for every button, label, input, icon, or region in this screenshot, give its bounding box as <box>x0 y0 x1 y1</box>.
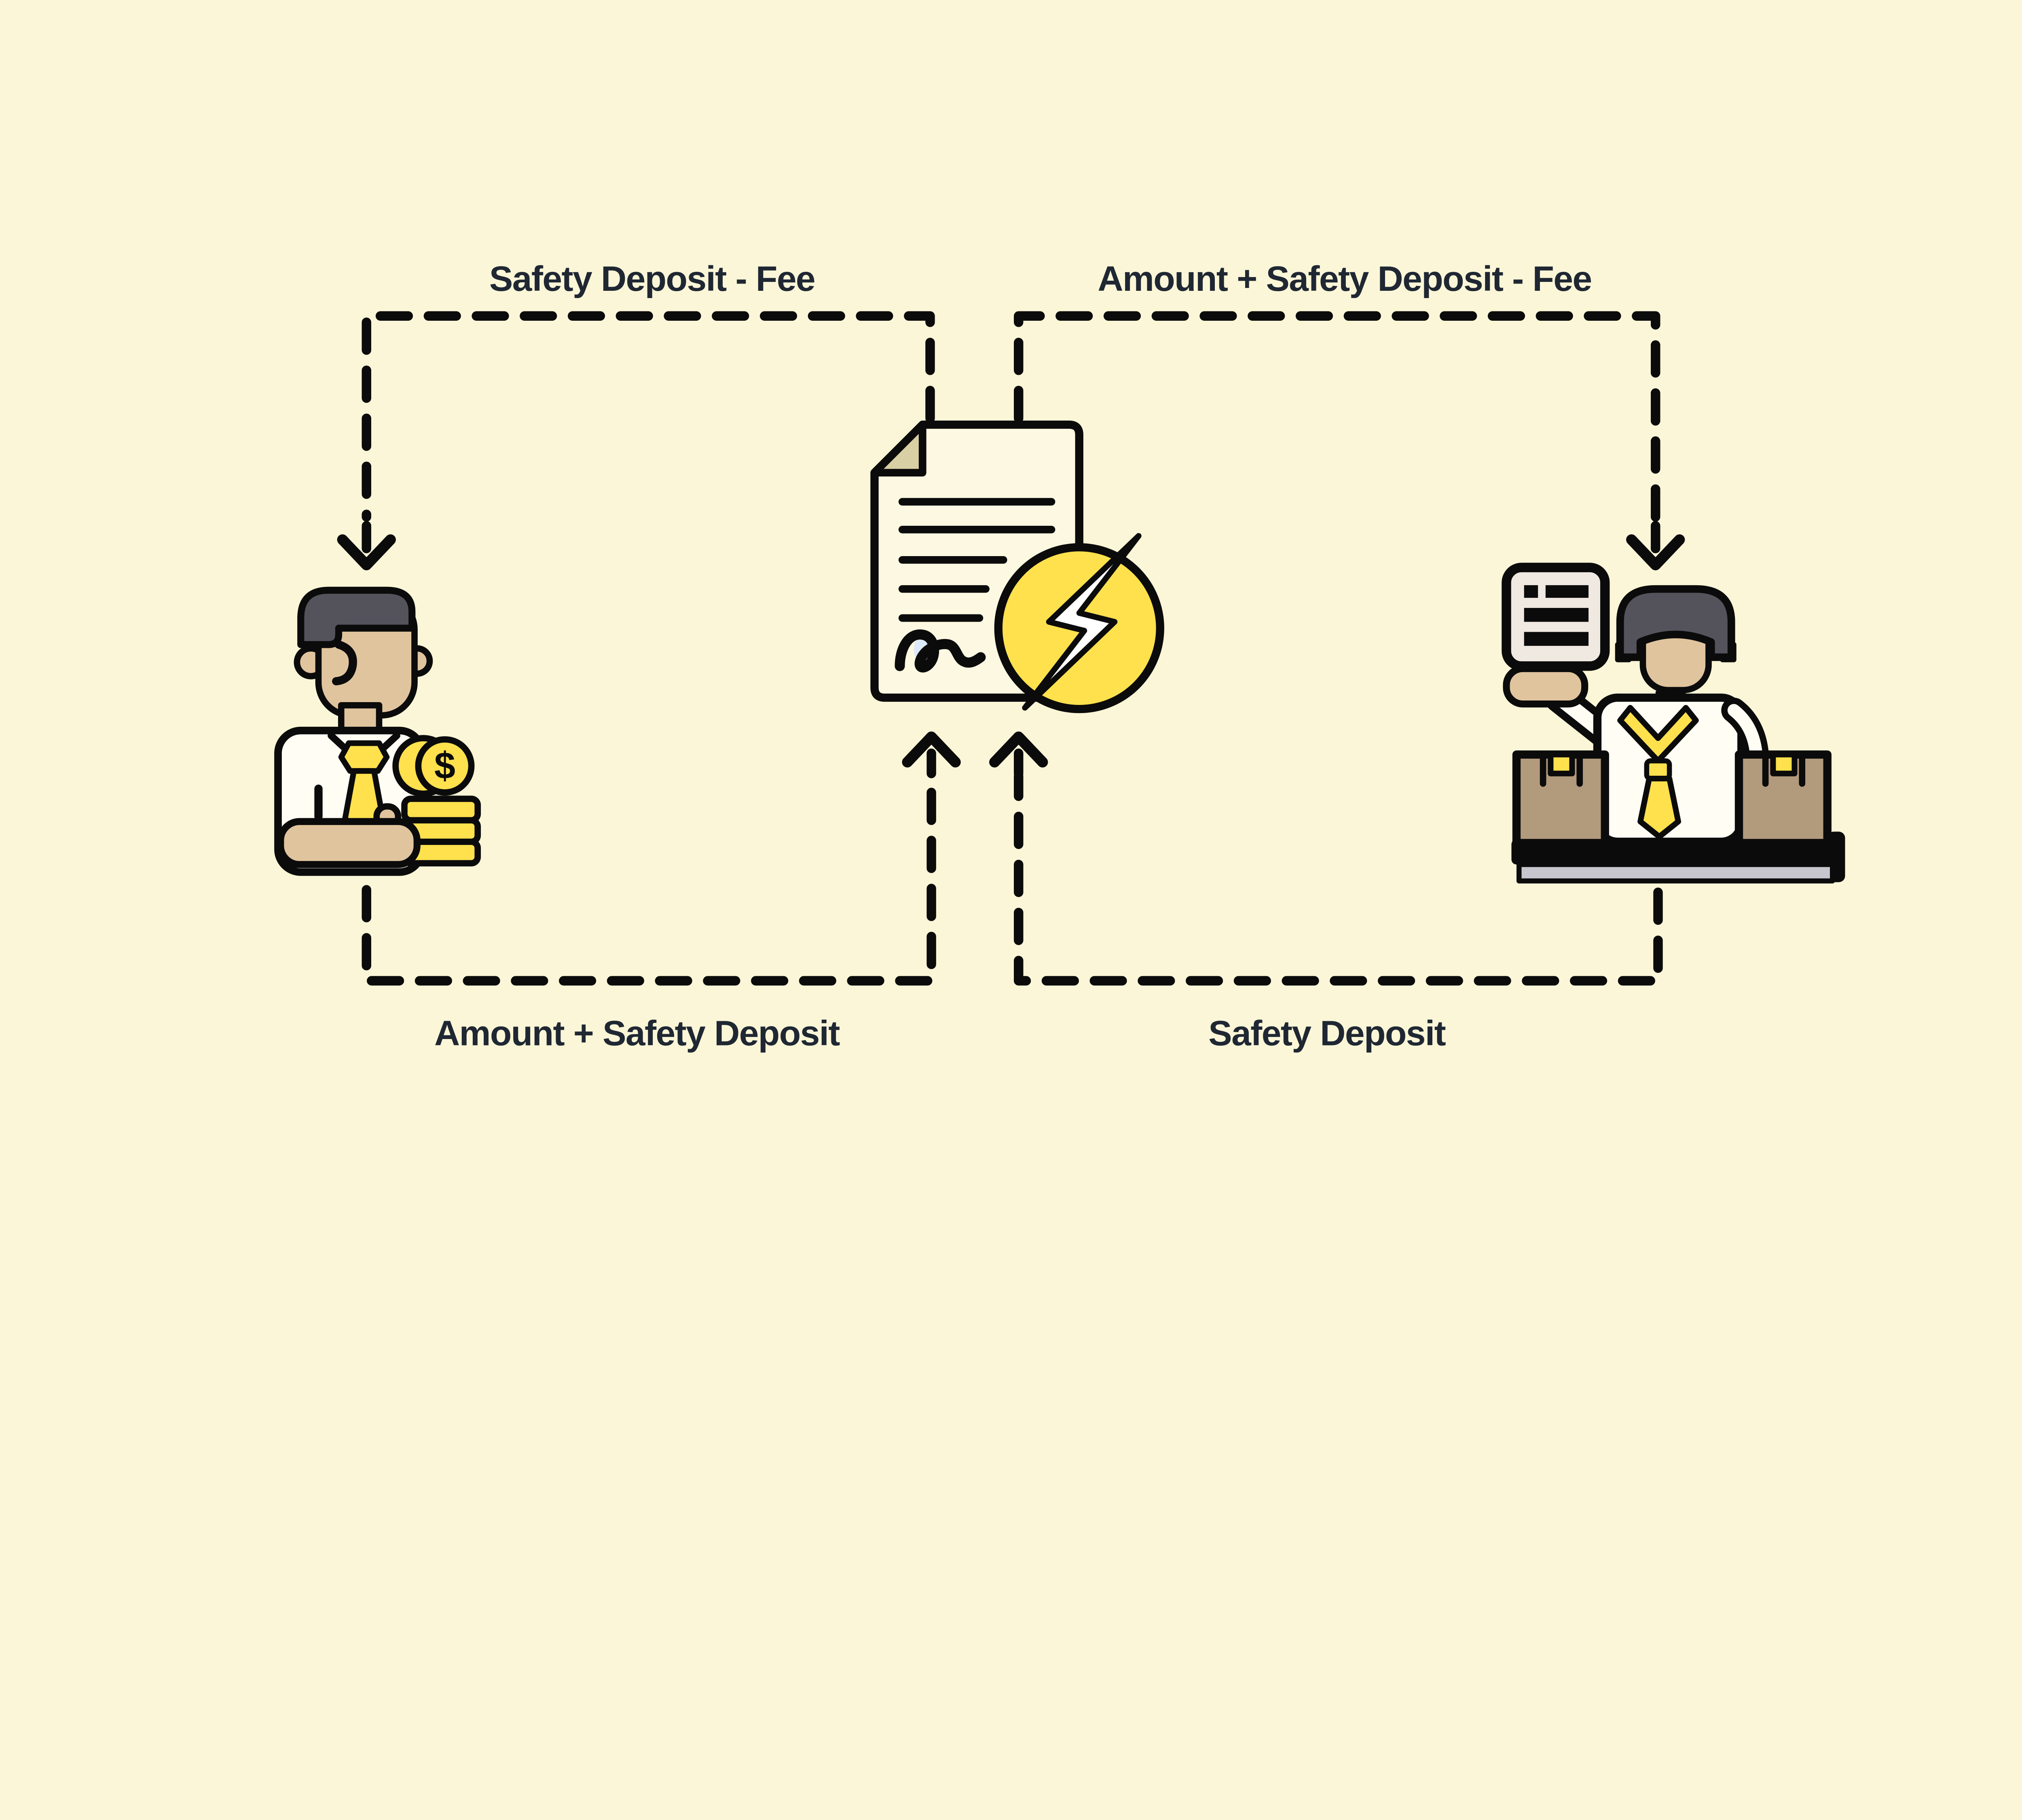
document-folded-corner <box>871 421 926 477</box>
seller-icon <box>1502 563 1845 884</box>
clipboard-bullet <box>1524 585 1538 598</box>
parcel-right-tape <box>1770 751 1798 777</box>
buyer-hair <box>297 586 416 648</box>
coin-front <box>415 736 475 796</box>
label-safety-deposit: Safety Deposit <box>1208 1014 1446 1053</box>
escrow-flow-diagram: $ <box>274 259 1845 1053</box>
arrowhead-up-contract-left-icon <box>902 731 961 768</box>
clipboard-line-1 <box>1545 585 1589 598</box>
label-amount-plus-safety-deposit-minus-fee: Amount + Safety Deposit - Fee <box>1098 259 1592 298</box>
coin-stack-layer-1 <box>401 796 481 823</box>
seller-hand <box>1503 665 1588 708</box>
seller-hair <box>1616 585 1735 661</box>
clipboard-line-3 <box>1524 632 1589 646</box>
diagram-artwork: $ <box>274 311 1845 986</box>
counter-top-bar <box>1511 839 1838 865</box>
smart-contract-icon <box>870 420 1164 713</box>
flow-arrows <box>337 311 1685 986</box>
parcel-left-tape <box>1548 751 1575 777</box>
label-amount-plus-safety-deposit: Amount + Safety Deposit <box>434 1014 840 1053</box>
buyer-hair-curl <box>332 640 357 686</box>
buyer-arm <box>277 818 421 868</box>
arrow-contract-to-seller <box>1014 311 1660 522</box>
label-safety-deposit-minus-fee: Safety Deposit - Fee <box>489 259 816 298</box>
arrow-contract-to-buyer <box>362 311 935 522</box>
lightning-bolt-icon <box>1022 533 1142 711</box>
buyer-tie-knot <box>338 740 390 774</box>
signature-squiggle <box>895 629 986 673</box>
counter-front-strip <box>1516 862 1835 884</box>
buyer-icon: $ <box>274 586 481 876</box>
arrow-seller-to-contract <box>1014 771 1663 986</box>
arrowhead-up-contract-right-icon <box>989 731 1048 768</box>
clipboard-line-2 <box>1524 608 1589 622</box>
arrow-buyer-to-contract <box>362 771 936 986</box>
dollar-icon: $ <box>434 744 455 787</box>
arrowhead-down-seller-icon <box>1626 534 1685 571</box>
seller-tie-collar <box>1617 705 1699 764</box>
seller-tie-tail <box>1637 775 1681 840</box>
arrowhead-down-buyer-icon <box>337 534 396 571</box>
